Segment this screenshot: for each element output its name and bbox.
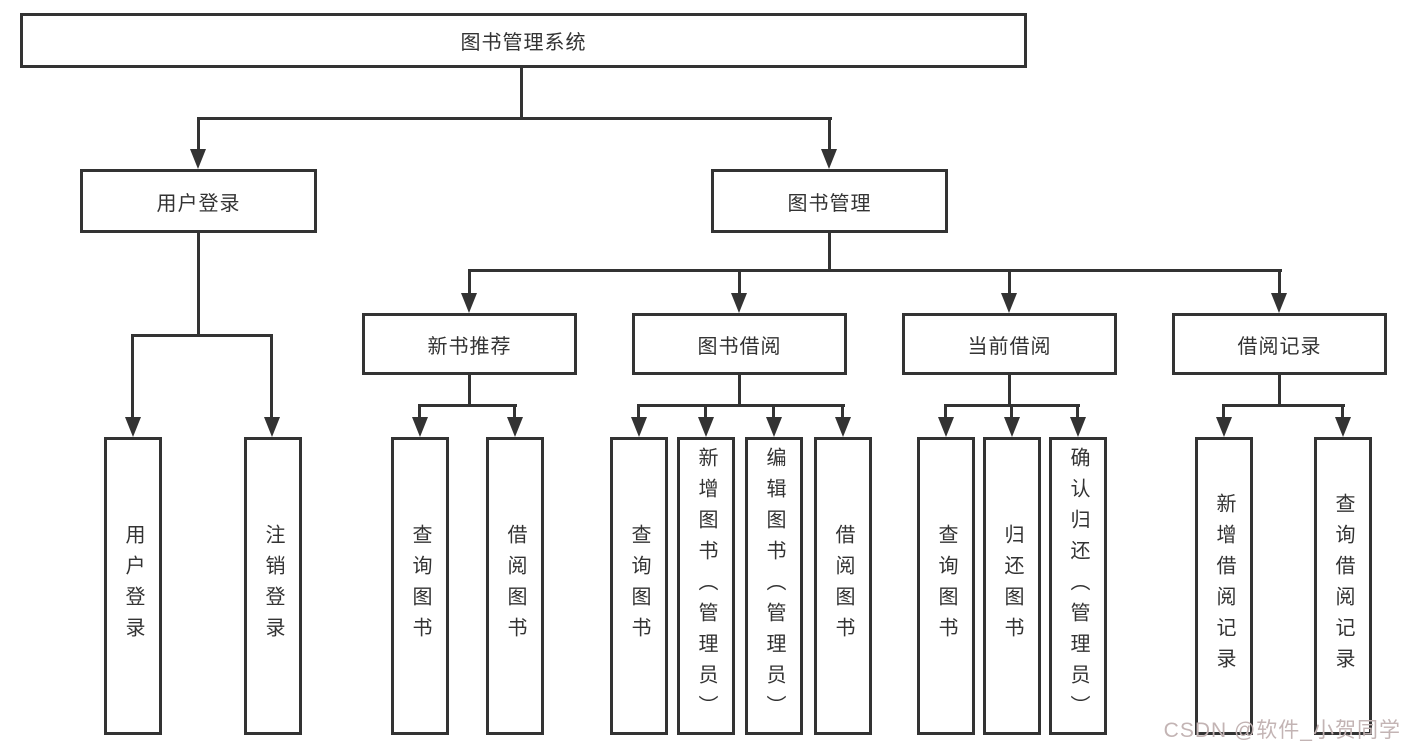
node-leaf-current-confirm-return: 确认归还（管理员） bbox=[1049, 437, 1107, 735]
connector bbox=[197, 117, 832, 120]
arrowhead-down-icon bbox=[766, 417, 782, 437]
arrowhead-down-icon bbox=[731, 293, 747, 313]
connector bbox=[1278, 375, 1281, 407]
arrowhead-down-icon bbox=[264, 417, 280, 437]
arrowhead-down-icon bbox=[1070, 417, 1086, 437]
node-leaf-user-login: 用户登录 bbox=[104, 437, 162, 735]
connector bbox=[131, 334, 273, 337]
arrowhead-down-icon bbox=[461, 293, 477, 313]
node-leaf-borrow-edit-books: 编辑图书（管理员） bbox=[745, 437, 803, 735]
arrowhead-down-icon bbox=[698, 417, 714, 437]
arrowhead-down-icon bbox=[507, 417, 523, 437]
arrowhead-down-icon bbox=[1335, 417, 1351, 437]
connector bbox=[637, 404, 845, 407]
connector bbox=[1341, 404, 1344, 417]
connector bbox=[1008, 269, 1011, 293]
node-leaf-records-add: 新增借阅记录 bbox=[1195, 437, 1253, 735]
connector bbox=[841, 404, 844, 417]
arrowhead-down-icon bbox=[412, 417, 428, 437]
arrowhead-down-icon bbox=[821, 149, 837, 169]
node-leaf-recommend-borrow-books: 借阅图书 bbox=[486, 437, 544, 735]
connector bbox=[131, 334, 134, 417]
connector bbox=[197, 233, 200, 337]
connector bbox=[828, 233, 831, 271]
connector bbox=[520, 68, 523, 119]
node-leaf-logout: 注销登录 bbox=[244, 437, 302, 735]
connector bbox=[418, 404, 421, 417]
connector bbox=[1278, 269, 1281, 293]
connector bbox=[468, 269, 471, 293]
connector bbox=[1222, 404, 1345, 407]
node-book-borrowing: 图书借阅 bbox=[632, 313, 847, 375]
connector bbox=[738, 375, 741, 407]
connector bbox=[637, 404, 640, 417]
arrowhead-down-icon bbox=[631, 417, 647, 437]
connector bbox=[704, 404, 707, 417]
node-current-borrowing: 当前借阅 bbox=[902, 313, 1117, 375]
connector bbox=[944, 404, 947, 417]
arrowhead-down-icon bbox=[190, 149, 206, 169]
csdn-watermark: CSDN @软件_小贺同学 bbox=[1163, 719, 1401, 742]
connector bbox=[1010, 404, 1013, 417]
connector bbox=[513, 404, 516, 417]
node-leaf-borrow-query-books: 查询图书 bbox=[610, 437, 668, 735]
arrowhead-down-icon bbox=[1271, 293, 1287, 313]
arrowhead-down-icon bbox=[938, 417, 954, 437]
connector bbox=[828, 117, 831, 149]
arrowhead-down-icon bbox=[835, 417, 851, 437]
node-leaf-current-return-books: 归还图书 bbox=[983, 437, 1041, 735]
node-leaf-borrow-borrow-books: 借阅图书 bbox=[814, 437, 872, 735]
connector bbox=[772, 404, 775, 417]
connector bbox=[1076, 404, 1079, 417]
node-leaf-records-query: 查询借阅记录 bbox=[1314, 437, 1372, 735]
node-root: 图书管理系统 bbox=[20, 13, 1027, 68]
connector bbox=[468, 269, 1282, 272]
node-user-login: 用户登录 bbox=[80, 169, 317, 233]
connector bbox=[1008, 375, 1011, 407]
connector bbox=[738, 269, 741, 293]
node-leaf-borrow-add-books: 新增图书（管理员） bbox=[677, 437, 735, 735]
arrowhead-down-icon bbox=[1216, 417, 1232, 437]
connector bbox=[1222, 404, 1225, 417]
arrowhead-down-icon bbox=[1004, 417, 1020, 437]
arrowhead-down-icon bbox=[1001, 293, 1017, 313]
connector bbox=[418, 404, 517, 407]
connector bbox=[468, 375, 471, 407]
node-borrowing-records: 借阅记录 bbox=[1172, 313, 1387, 375]
node-book-management: 图书管理 bbox=[711, 169, 948, 233]
arrowhead-down-icon bbox=[125, 417, 141, 437]
connector bbox=[270, 334, 273, 417]
node-leaf-recommend-query-books: 查询图书 bbox=[391, 437, 449, 735]
connector bbox=[197, 117, 200, 149]
node-new-book-recommend: 新书推荐 bbox=[362, 313, 577, 375]
node-leaf-current-query-books: 查询图书 bbox=[917, 437, 975, 735]
